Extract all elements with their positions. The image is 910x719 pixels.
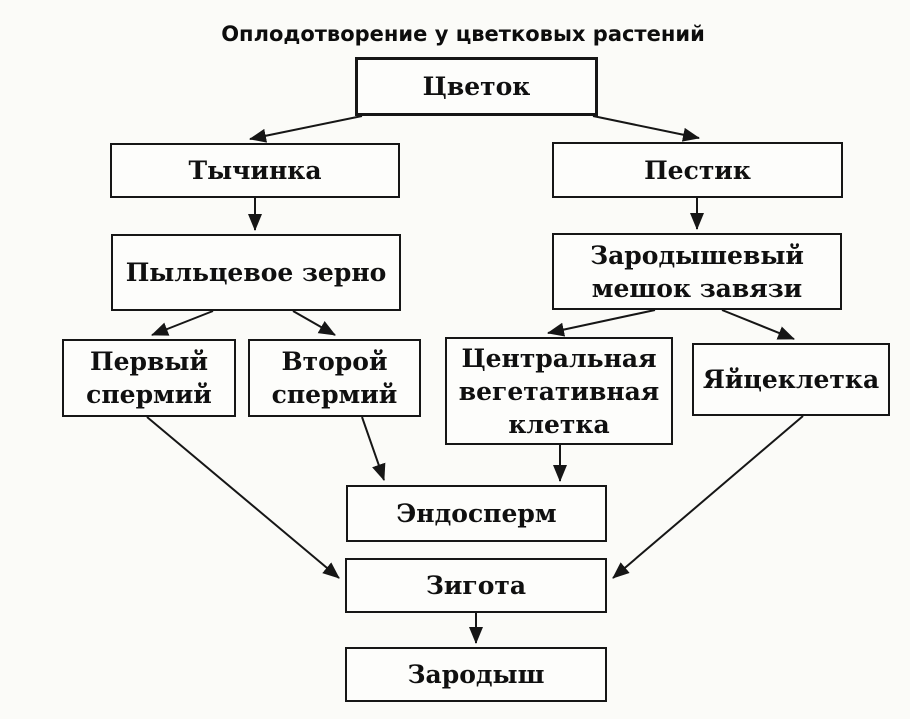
node-egg-cell-label: Яйцеклетка [702,365,880,394]
node-egg-cell: Яйцеклетка [692,343,890,416]
edge-embryo-sac-egg-cell [721,309,795,340]
edge-flower-pistil [592,115,700,142]
node-zygote: Зигота [345,558,607,613]
node-second-sperm: Второй спермий [248,339,421,417]
node-pollen-grain-label: Пыльцевое зерно [125,258,387,287]
edge-embryo-sac-central-cell [547,309,656,337]
node-pistil: Пестик [552,142,843,198]
node-pollen-grain: Пыльцевое зерно [111,234,401,311]
node-embryo-label: Зародыш [407,660,545,689]
node-flower: Цветок [355,57,598,116]
node-central-cell: Центральная вегетативная клетка [445,337,673,445]
node-endosperm-label: Эндосперм [396,499,557,528]
node-embryo: Зародыш [345,647,607,702]
node-endosperm: Эндосперм [346,485,607,542]
edge-flower-stamen [249,115,363,143]
diagram-title: Оплодотворение у цветковых растений [221,22,705,46]
node-zygote-label: Зигота [425,571,527,600]
node-stamen-label: Тычинка [188,156,322,185]
node-first-sperm-label: Первый спермий [86,347,212,409]
node-first-sperm: Первый спермий [62,339,236,417]
node-stamen: Тычинка [110,143,400,198]
edge-pollen-grain-first-sperm [151,310,214,336]
node-flower-label: Цветок [422,72,531,101]
edge-first-sperm-zygote [146,416,340,579]
node-second-sperm-label: Второй спермий [271,347,398,409]
edge-pollen-grain-second-sperm [292,310,336,336]
edge-second-sperm-endosperm [361,416,386,481]
node-central-cell-label: Центральная вегетативная клетка [458,343,660,439]
node-embryo-sac: Зародышевый мешок завязи [552,233,842,310]
node-pistil-label: Пестик [644,155,751,185]
node-embryo-sac-label: Зародышевый мешок завязи [590,240,804,303]
